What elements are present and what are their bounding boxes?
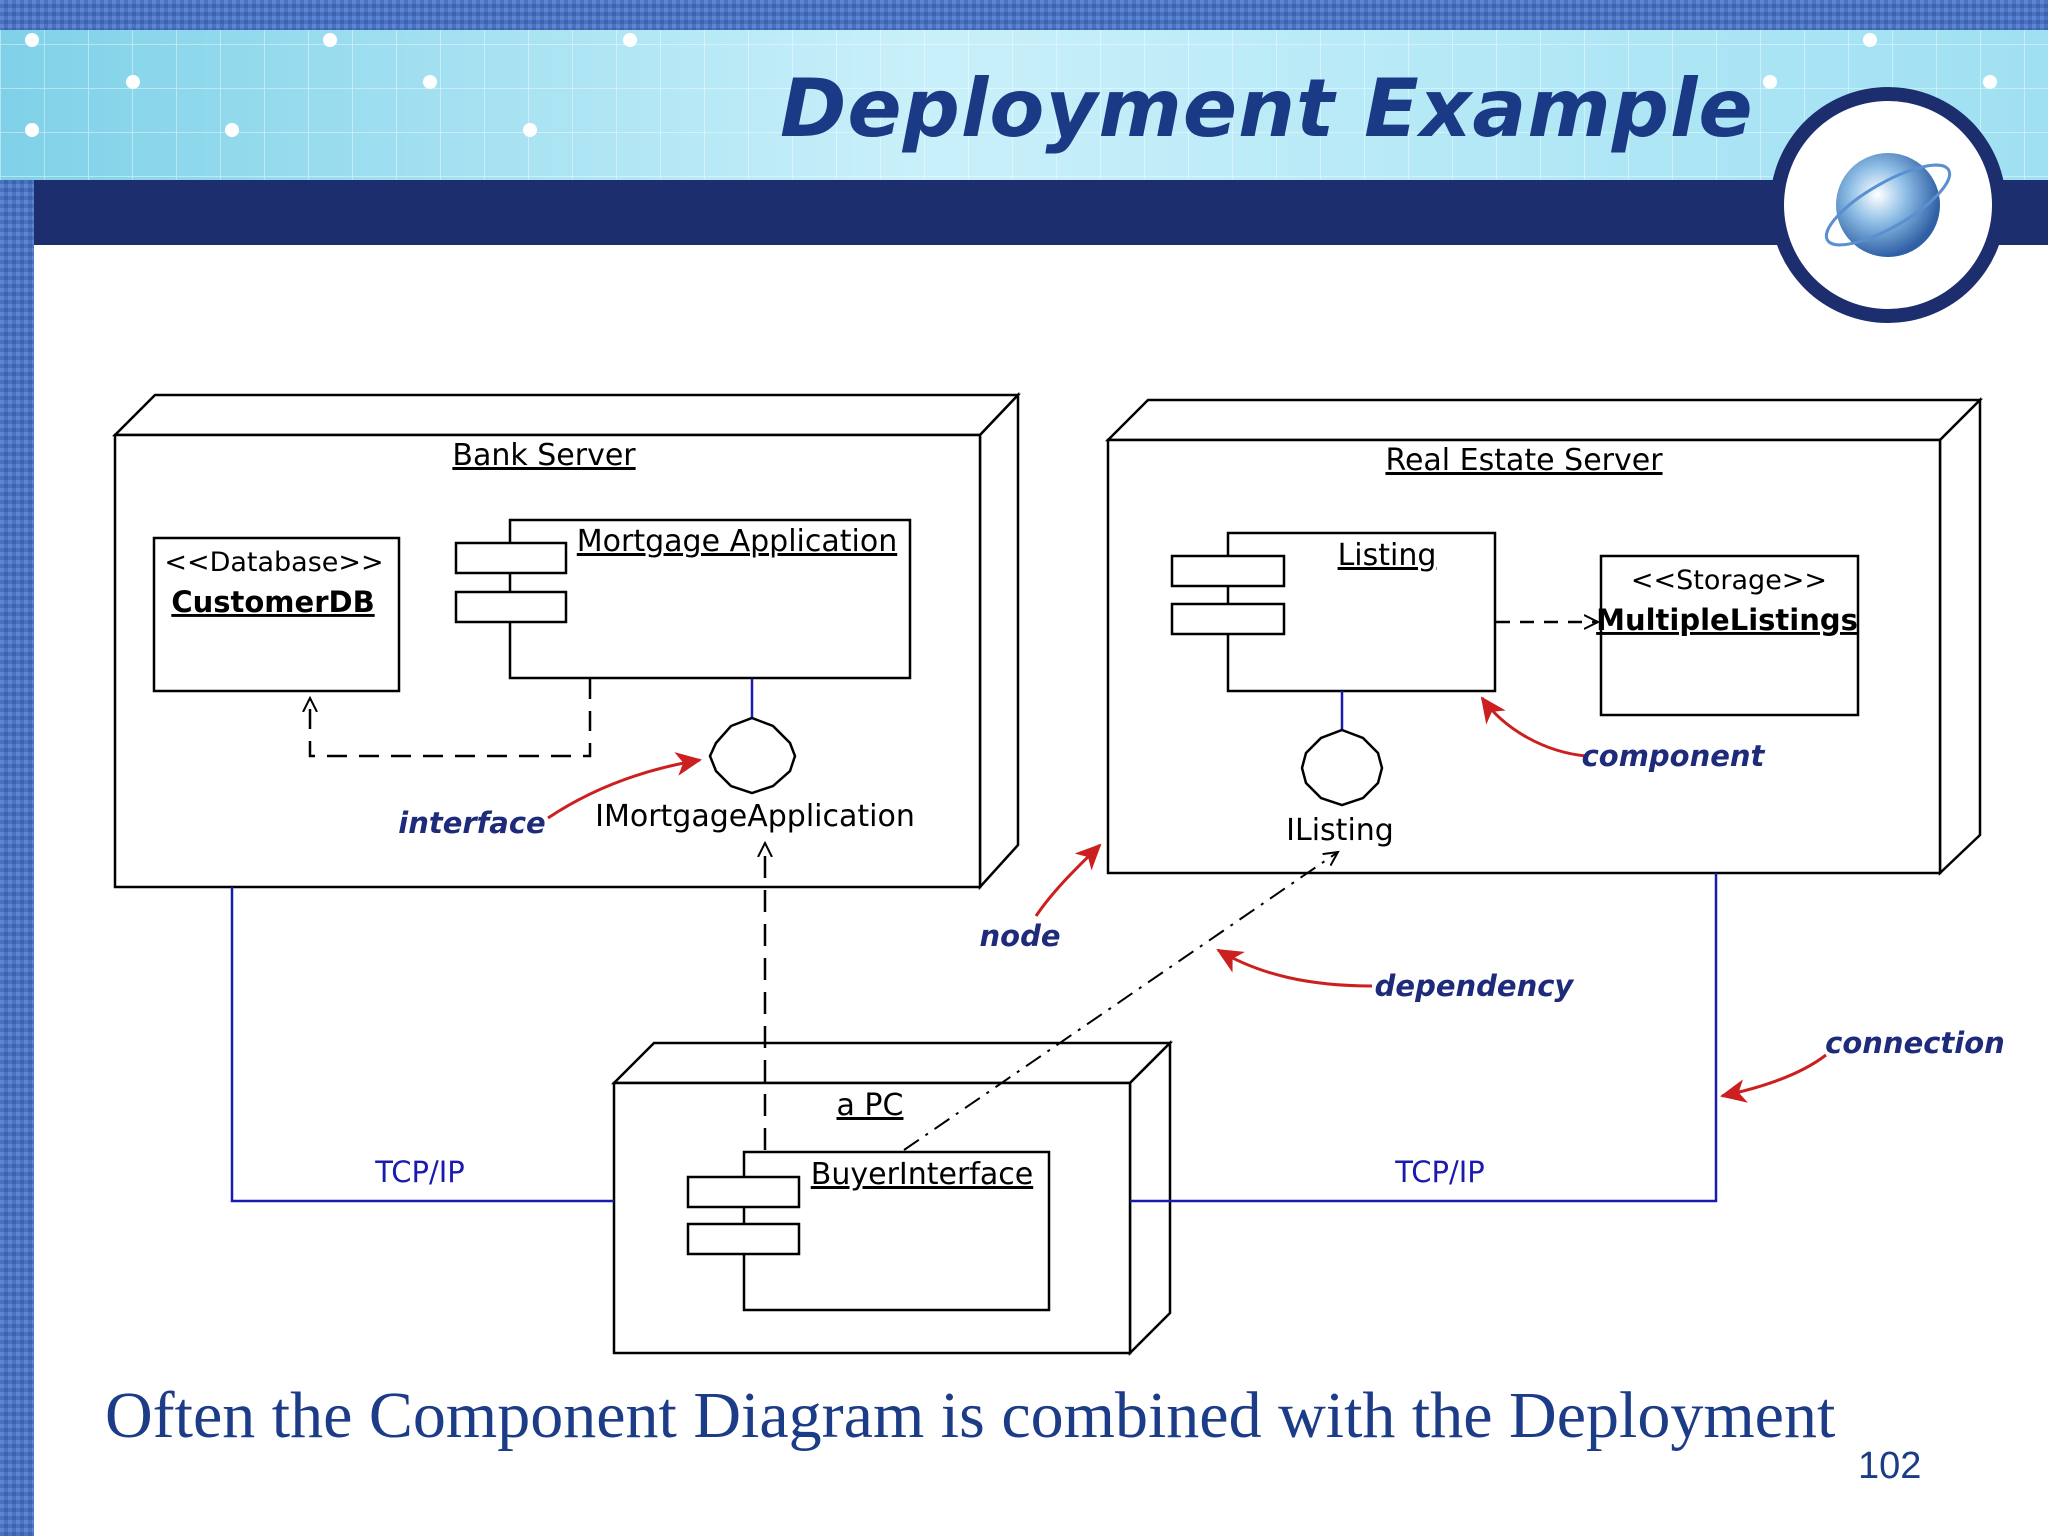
mortgage-db-dependency [310,679,592,758]
listing-label: Listing [1338,538,1437,573]
globe-logo-icon [1770,87,2006,323]
customer-db-name: CustomerDB [171,585,374,619]
pc-label: a PC [837,1088,904,1123]
annotation-node: node [980,919,1061,953]
slide-caption: Often the Component Diagram is combined … [105,1379,1836,1452]
tcpip-left-label: TCP/IP [374,1155,465,1189]
bank-server-label: Bank Server [452,438,636,473]
slide-title: Deployment Example [780,62,1754,155]
mortgage-application-component: Mortgage Application [454,518,912,680]
listing-component: Listing [1170,531,1497,693]
buyer-interface-label: BuyerInterface [811,1157,1033,1192]
ilisting-interface-label: IListing [1286,813,1394,848]
real-estate-server-label: Real Estate Server [1385,443,1663,478]
imortgage-interface-label: IMortgageApplication [595,799,915,834]
multiple-listings-stereotype: <<Storage>> [1631,565,1827,596]
pc-realestate-connection [1130,873,1718,1203]
annotation-connection: connection [1825,1026,2005,1060]
buyer-listing-dependency [903,852,1338,1151]
customer-db-component: <<Database>> CustomerDB [152,536,401,693]
bank-pc-connection [230,887,614,1203]
imortgage-interface-symbol [708,716,797,795]
buyer-interface-component: BuyerInterface [686,1150,1051,1312]
ilisting-interface-symbol [1300,728,1384,807]
tcpip-right-label: TCP/IP [1394,1155,1485,1189]
annotation-interface: interface [398,806,545,840]
page-number: 102 [1858,1445,1922,1487]
multiple-listings-name: MultipleListings [1596,603,1858,637]
customer-db-stereotype: <<Database>> [164,547,383,578]
annotation-dependency: dependency [1375,969,1575,1003]
mortgage-application-label: Mortgage Application [577,524,897,559]
multiple-listings-component: <<Storage>> MultipleListings [1596,554,1860,717]
annotation-component: component [1582,739,1766,773]
